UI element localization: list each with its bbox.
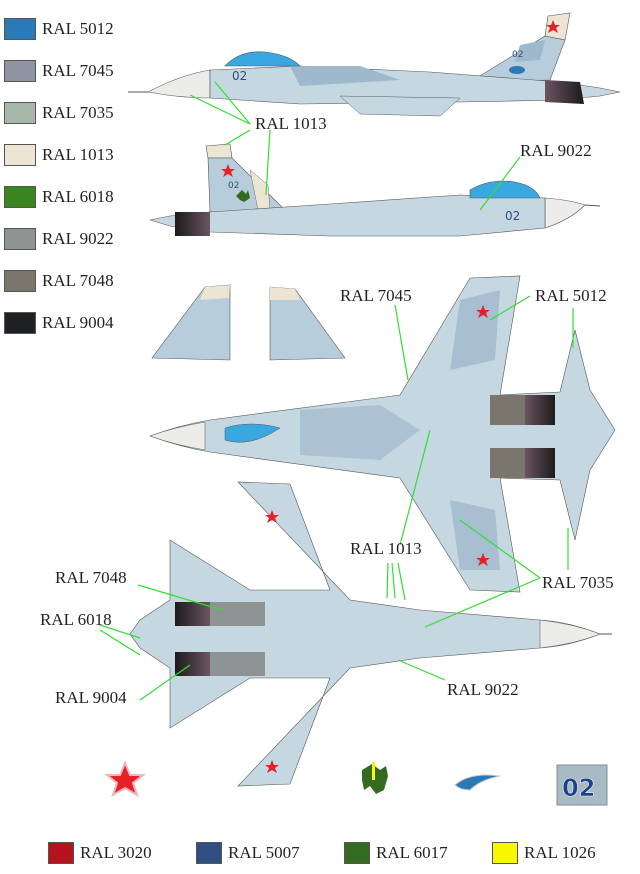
red-star-icon [104, 760, 146, 798]
decals-row: 02 [104, 760, 608, 806]
legend-label: RAL 7045 [42, 61, 114, 80]
svg-text:02: 02 [232, 69, 247, 83]
callout-leaders [99, 81, 574, 701]
swatch [492, 842, 518, 864]
callout-ral-9004-bottom: RAL 9004 [55, 688, 127, 707]
swatch [48, 842, 74, 864]
legend-label: RAL 7048 [42, 271, 114, 290]
legend-label: RAL 1026 [524, 843, 596, 862]
wing-emblem-icon [454, 774, 501, 791]
swatch [4, 186, 36, 208]
legend-item-ral-6017: RAL 6017 [344, 842, 448, 864]
side-view-right: 02 02 [149, 143, 601, 237]
swatch [4, 312, 36, 334]
legend-item-ral-3020: RAL 3020 [48, 842, 152, 864]
svg-text:02: 02 [512, 50, 523, 60]
tail-fins-detail [151, 284, 346, 361]
legend-item-ral-5012: RAL 5012 [4, 16, 114, 42]
swatch [4, 18, 36, 40]
legend-label: RAL 7035 [42, 103, 114, 122]
callout-ral-9022-side: RAL 9022 [520, 141, 592, 160]
legend-item-ral-7045: RAL 7045 [4, 58, 114, 84]
svg-text:02: 02 [505, 209, 520, 223]
callout-ral-7035-bottom: RAL 7035 [542, 573, 614, 592]
legend-label: RAL 6018 [42, 187, 114, 206]
swatch [344, 842, 370, 864]
callout-ral-5012-top: RAL 5012 [535, 286, 607, 305]
legend-item-ral-7048: RAL 7048 [4, 268, 114, 294]
callout-ral-7045-top: RAL 7045 [340, 286, 412, 305]
swatch [4, 270, 36, 292]
legend-label: RAL 1013 [42, 145, 114, 164]
side-view-left: 02 02 [128, 12, 621, 117]
legend-item-ral-9004: RAL 9004 [4, 310, 114, 336]
legend-item-ral-5007: RAL 5007 [196, 842, 300, 864]
legend-label: RAL 3020 [80, 843, 152, 862]
legend-label: RAL 5007 [228, 843, 300, 862]
legend-item-ral-6018: RAL 6018 [4, 184, 114, 210]
swatch [4, 228, 36, 250]
callout-ral-1013-bottom: RAL 1013 [350, 539, 422, 558]
callout-ral-1013-side: RAL 1013 [255, 114, 327, 133]
swatch [4, 60, 36, 82]
legend-label: RAL 9022 [42, 229, 114, 248]
legend-item-ral-1026: RAL 1026 [492, 842, 596, 864]
callout-ral-7048-bottom: RAL 7048 [55, 568, 127, 587]
top-view [149, 275, 616, 593]
swatch [4, 102, 36, 124]
number-panel-icon [556, 764, 608, 806]
legend-item-ral-1013: RAL 1013 [4, 142, 114, 168]
svg-text:02: 02 [228, 181, 239, 191]
svg-text:02: 02 [562, 774, 595, 802]
legend-label: RAL 9004 [42, 313, 114, 332]
legend-item-ral-9022: RAL 9022 [4, 226, 114, 252]
swatch [196, 842, 222, 864]
callout-ral-9022-bottom: RAL 9022 [447, 680, 519, 699]
legend-item-ral-7035: RAL 7035 [4, 100, 114, 126]
bottom-view [129, 481, 612, 787]
legend-label: RAL 6017 [376, 843, 448, 862]
callout-ral-6018-bottom: RAL 6018 [40, 610, 112, 629]
swatch [4, 144, 36, 166]
legend-label: RAL 5012 [42, 19, 114, 38]
